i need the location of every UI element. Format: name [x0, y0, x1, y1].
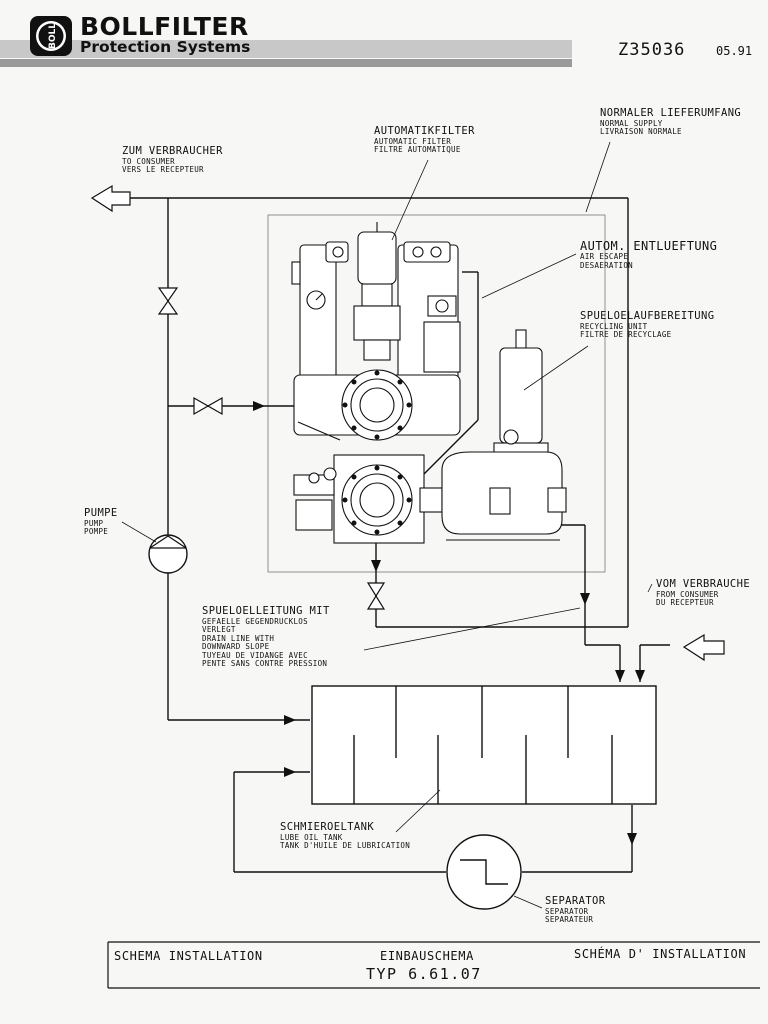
- brand-subtitle: Protection Systems: [80, 38, 251, 56]
- label-automatic-filter: AUTOMATIKFILTER AUTOMATIC FILTER FILTRE …: [374, 125, 475, 154]
- svg-text:BOLL: BOLL: [48, 23, 58, 49]
- normal-supply-boundary: [267, 214, 606, 573]
- label-pump: PUMPE PUMP POMPE: [84, 507, 118, 536]
- brand-block: BOLLFILTER Protection Systems: [80, 14, 250, 56]
- header-bars: [0, 40, 572, 67]
- flange-bolts: [342, 370, 412, 535]
- leader-lines: [121, 141, 653, 909]
- label-normal-supply: NORMALER LIEFERUMFANG NORMAL SUPPLY LIVR…: [600, 107, 742, 136]
- label-separator: SEPARATOR SEPARATOR SEPARATEUR: [545, 895, 606, 924]
- valve-top-left: [157, 287, 179, 315]
- label-to-consumer: ZUM VERBRAUCHER TO CONSUMER VERS LE RECE…: [122, 145, 223, 174]
- boll-logo: BOLL: [30, 16, 72, 56]
- title-schema-installation: SCHEMA INSTALLATION: [114, 949, 263, 963]
- label-recycling-unit: SPUELOELAUFBEREITUNG RECYCLING UNIT FILT…: [580, 310, 715, 339]
- title-schema-d-installation: SCHÉMA D' INSTALLATION: [574, 947, 747, 961]
- document-date: 05.91: [716, 44, 753, 58]
- valve-branch: [193, 396, 223, 416]
- flow-arrows: [253, 401, 645, 845]
- valve-drain: [366, 582, 386, 610]
- type-number: TYP 6.61.07: [366, 965, 482, 983]
- separator-symbol: [446, 834, 522, 910]
- label-drain-line: SPUELOELLEITUNG MIT GEFAELLE GEGENDRUCKL…: [202, 605, 330, 668]
- lube-oil-tank: [311, 685, 657, 805]
- automatic-filter-unit: [291, 222, 461, 544]
- label-from-consumer: VOM VERBRAUCHE FROM CONSUMER DU RECEPTEU…: [656, 578, 751, 607]
- recycling-unit: [441, 329, 567, 541]
- to-consumer-arrow: [90, 184, 131, 213]
- title-einbauschema: EINBAUSCHEMA: [380, 949, 474, 963]
- pump-symbol: [148, 534, 188, 574]
- title-block-frame: [107, 941, 760, 989]
- label-lube-oil-tank: SCHMIEROELTANK LUBE OIL TANK TANK D'HUIL…: [280, 821, 411, 850]
- from-consumer-arrow: [682, 633, 725, 662]
- label-air-escape: AUTOM. ENTLUEFTUNG AIR ESCAPE DESAERATIO…: [580, 239, 718, 270]
- brand-name: BOLLFILTER: [80, 12, 249, 41]
- document-number: Z35036: [618, 40, 686, 60]
